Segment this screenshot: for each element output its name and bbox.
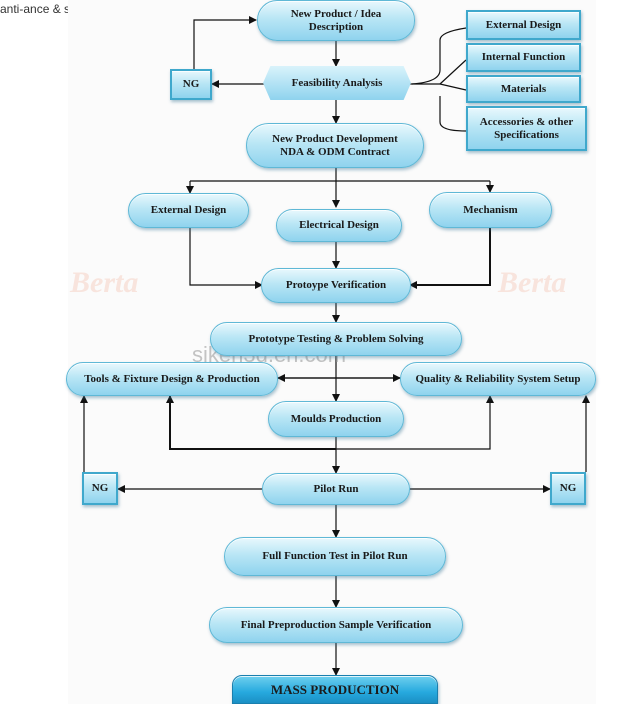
- edge-mechanism-verif: [409, 228, 491, 289]
- node-npd-contract: New Product Development NDA & ODM Contra…: [246, 123, 424, 168]
- node-tools-fixture: Tools & Fixture Design & Production: [66, 362, 278, 396]
- edge-loop-tools: [166, 395, 336, 450]
- node-spec-accessories: Accessories & other Specifications: [466, 106, 587, 151]
- node-spec-internal-function: Internal Function: [466, 43, 581, 72]
- watermark-left: Berta: [70, 266, 139, 299]
- node-spec-external-design: External Design: [466, 10, 581, 40]
- node-ng-right: NG: [550, 472, 586, 505]
- node-prototype-verification: Protoype Verification: [261, 268, 411, 303]
- node-final-preproduction: Final Preproduction Sample Verification: [209, 607, 463, 643]
- node-external-design: External Design: [128, 193, 249, 228]
- spec-bracket: [411, 27, 467, 132]
- node-ng-top: NG: [170, 69, 212, 100]
- edge-external-verif: [189, 228, 263, 289]
- watermark-right: Berta: [498, 266, 567, 299]
- node-new-product: New Product / Idea Description: [257, 0, 415, 41]
- node-moulds-production: Moulds Production: [268, 401, 404, 437]
- edge-loop-quality: [336, 395, 494, 450]
- edge-ng-idea: [193, 16, 257, 70]
- node-feasibility: Feasibility Analysis: [263, 66, 411, 100]
- node-full-function-test: Full Function Test in Pilot Run: [224, 537, 446, 576]
- node-pilot-run: Pilot Run: [262, 473, 410, 505]
- node-quality-reliability: Quality & Reliability System Setup: [400, 362, 596, 396]
- node-ng-left: NG: [82, 472, 118, 505]
- node-electrical-design: Electrical Design: [276, 209, 402, 242]
- node-mechanism: Mechanism: [429, 192, 552, 228]
- node-spec-materials: Materials: [466, 75, 581, 103]
- node-mass-production: MASS PRODUCTION: [232, 675, 438, 704]
- node-prototype-testing: Prototype Testing & Problem Solving: [210, 322, 462, 356]
